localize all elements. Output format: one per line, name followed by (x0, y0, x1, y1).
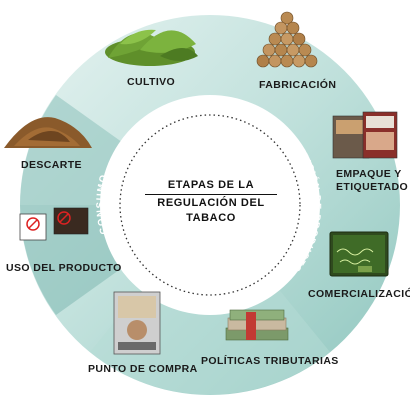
cigarette-packs-image (332, 111, 398, 159)
inner-circle (100, 95, 320, 315)
chalkboard-ad-image (329, 231, 389, 277)
stage-label-descarte: DESCARTE (21, 159, 82, 171)
center-title-line1: ETAPAS DE LA (167, 179, 255, 191)
no-smoking-signs-image (19, 207, 89, 241)
stage-label-fabricacion: FABRICACIÓN (259, 79, 337, 91)
stage-label-empaque-line1: EMPAQUE Y (336, 168, 402, 180)
stage-label-comercializacion: COMERCIALIZACIÓN (308, 288, 410, 300)
tobacco-leaves-image (105, 29, 198, 66)
ring-label-consumo: CONSUMO (95, 173, 110, 236)
tobacco-pile-image (4, 117, 92, 148)
money-stack-image (225, 309, 289, 341)
center-title-line2: REGULACIÓN DEL TABACO (145, 194, 277, 226)
stage-label-cultivo: CULTIVO (127, 76, 176, 88)
ring-label-compra: COMPRA (184, 301, 236, 315)
center-title: ETAPAS DE LA REGULACIÓN DEL TABACO (138, 178, 284, 226)
stage-label-empaque: EMPAQUE Y ETIQUETADO (336, 168, 408, 194)
stage-label-punto-compra: PUNTO DE COMPRA (88, 363, 198, 375)
stage-label-uso: USO DEL PRODUCTO (6, 262, 122, 274)
dotted-circle (119, 114, 301, 296)
stage-label-politicas: POLÍTICAS TRIBUTARIAS (201, 355, 339, 367)
store-display-image (113, 291, 161, 355)
stage-label-empaque-line2: ETIQUETADO (336, 181, 409, 193)
cigarettes-pyramid-image (256, 11, 318, 68)
